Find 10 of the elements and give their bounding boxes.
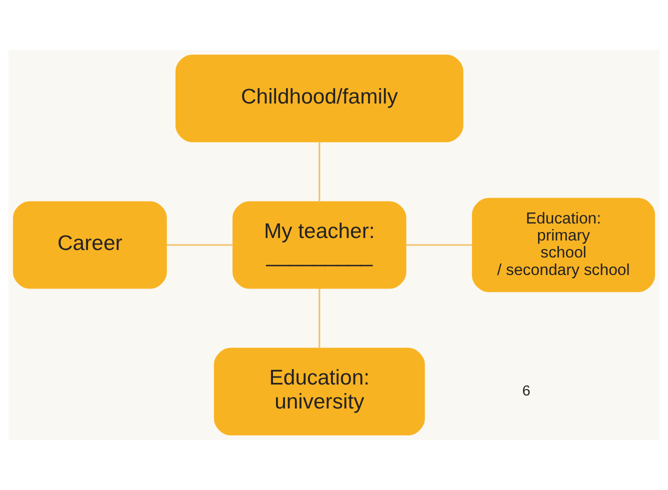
connector	[166, 244, 233, 246]
connector	[318, 288, 320, 348]
node-box: Education: primary school/ secondary school	[472, 198, 656, 292]
connector	[406, 244, 472, 246]
connector	[318, 142, 320, 202]
node-box: Education: university	[214, 348, 425, 436]
node-box: Childhood/family	[175, 54, 464, 142]
node-box: My teacher: _________	[232, 201, 406, 289]
node-box: Career	[12, 201, 167, 289]
label: 6	[522, 383, 530, 400]
